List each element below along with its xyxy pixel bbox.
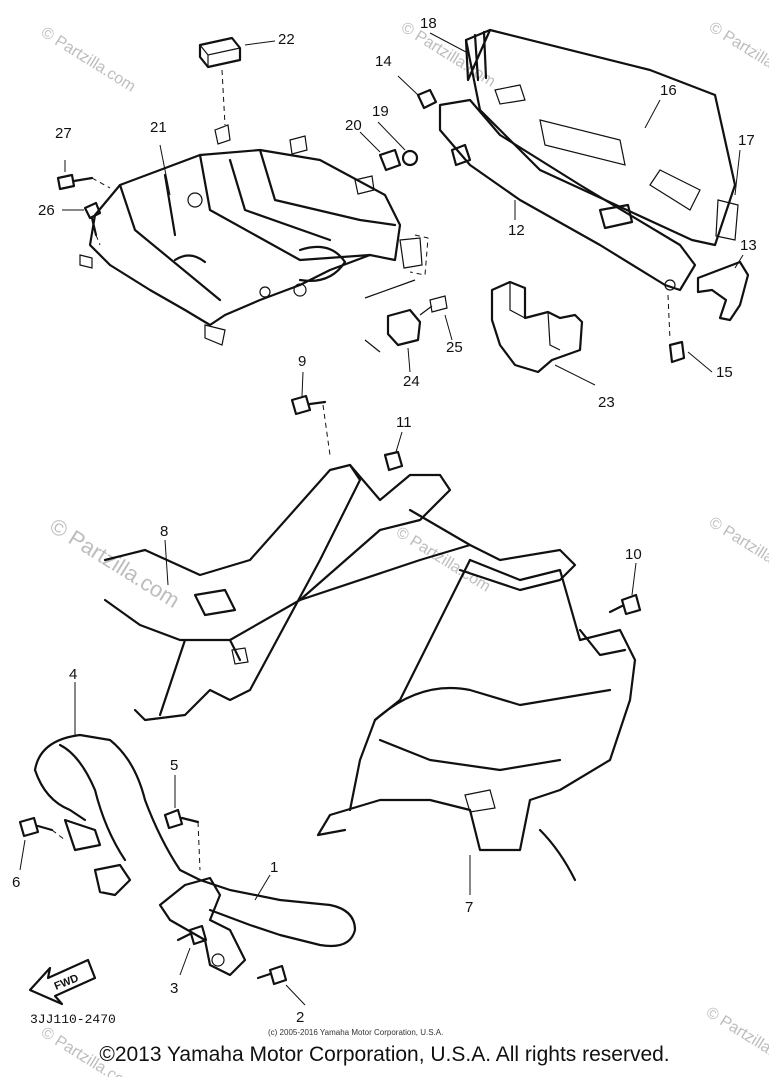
part-label-25: 25 bbox=[446, 339, 463, 356]
watermark-top-right: © Partzilla.com bbox=[706, 19, 769, 91]
small-copyright: (c) 2005-2016 Yamaha Motor Corporation, … bbox=[268, 1028, 443, 1037]
part-22-cap bbox=[198, 36, 276, 126]
part-label-5: 5 bbox=[170, 757, 178, 774]
part-label-7: 7 bbox=[465, 899, 473, 916]
part-7-rear-frame bbox=[316, 558, 637, 895]
part-label-20: 20 bbox=[345, 117, 362, 134]
part-12-bracket bbox=[438, 98, 697, 341]
footer-copyright: ©2013 Yamaha Motor Corporation, U.S.A. A… bbox=[99, 1043, 670, 1066]
part-2-3-5-6-bolts bbox=[18, 775, 306, 1006]
part-23-block bbox=[490, 280, 596, 386]
watermark-right: © Partzilla.com bbox=[706, 514, 769, 586]
part-label-13: 13 bbox=[740, 237, 757, 254]
part-label-4: 4 bbox=[69, 666, 77, 683]
fwd-arrow: FWD bbox=[28, 958, 97, 1006]
watermark-mid: © Partzilla.com bbox=[393, 524, 493, 596]
diagram-code: 3JJ110-2470 bbox=[30, 1012, 116, 1027]
part-label-18: 18 bbox=[420, 15, 437, 32]
watermarks: © Partzilla.com © Partzilla.com © Partzi… bbox=[38, 19, 769, 1077]
part-label-27: 27 bbox=[55, 125, 72, 142]
part-label-24: 24 bbox=[403, 373, 420, 390]
part-label-19: 19 bbox=[372, 103, 389, 120]
part-21-seat-frame bbox=[79, 124, 429, 346]
part-label-11: 11 bbox=[396, 414, 412, 431]
part-14-19-20-fasteners bbox=[359, 75, 438, 172]
watermark-top-mid: © Partzilla.com bbox=[398, 19, 498, 91]
part-label-1: 1 bbox=[270, 859, 278, 876]
part-label-16: 16 bbox=[660, 82, 677, 99]
part-8-main-frame bbox=[103, 463, 577, 722]
part-24-25-damper bbox=[364, 279, 453, 373]
part-13-15-stay bbox=[668, 254, 750, 373]
part-4-handle bbox=[33, 682, 357, 948]
part-1-bracket bbox=[158, 874, 271, 977]
part-label-26: 26 bbox=[38, 202, 55, 219]
part-label-10: 10 bbox=[625, 546, 642, 563]
part-label-21: 21 bbox=[150, 119, 167, 136]
part-label-2: 2 bbox=[296, 1009, 304, 1026]
part-label-15: 15 bbox=[716, 364, 733, 381]
part-label-6: 6 bbox=[12, 874, 20, 891]
part-9-11-fasteners bbox=[290, 371, 404, 472]
part-label-8: 8 bbox=[160, 523, 168, 540]
part-label-14: 14 bbox=[375, 53, 392, 70]
part-label-17: 17 bbox=[738, 132, 755, 149]
part-26-27-bolts bbox=[56, 160, 111, 246]
part-label-9: 9 bbox=[298, 353, 306, 370]
part-10-bolt bbox=[608, 562, 642, 616]
part-label-22: 22 bbox=[278, 31, 295, 48]
part-label-3: 3 bbox=[170, 980, 178, 997]
part-labels: 22 18 14 16 19 20 21 27 17 26 12 13 25 9… bbox=[12, 15, 757, 1026]
part-label-23: 23 bbox=[598, 394, 615, 411]
part-label-12: 12 bbox=[508, 222, 525, 239]
watermark-top-left: © Partzilla.com bbox=[38, 24, 138, 96]
part-16-tank bbox=[429, 28, 741, 247]
